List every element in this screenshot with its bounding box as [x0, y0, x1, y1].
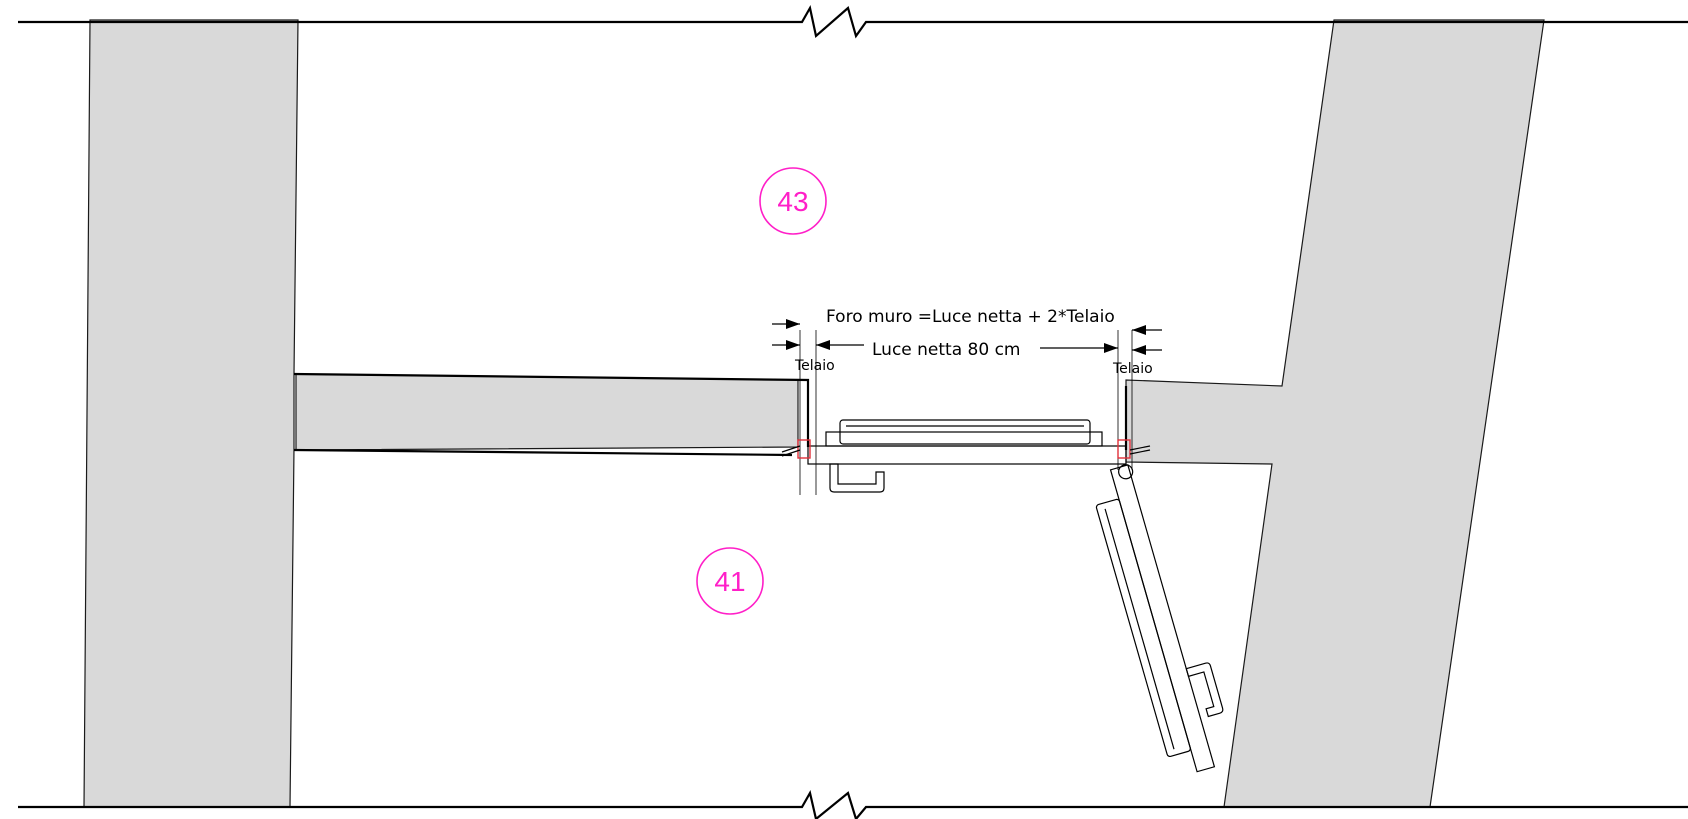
clear-width-label: Luce netta 80 cm	[872, 340, 1020, 360]
room-tag-41: 41	[696, 547, 764, 615]
clear-width-arrows	[816, 340, 1118, 353]
door-handle	[829, 463, 885, 493]
right-wall	[1125, 19, 1545, 808]
door-leaf-closed	[825, 419, 1103, 447]
wall-opening-label: Foro muro =Luce netta + 2*Telaio	[826, 307, 1115, 327]
break-line-top	[18, 4, 1688, 39]
frame-label-right: Telaio	[1112, 361, 1153, 377]
room-number-43: 43	[777, 186, 808, 217]
partition-edge-top	[293, 372, 810, 447]
room-number-41: 41	[714, 566, 745, 597]
break-line-bottom	[18, 790, 1688, 819]
interior-partition-wall	[295, 373, 799, 451]
left-wall	[83, 19, 299, 808]
frame-label-left: Telaio	[794, 358, 835, 374]
door-leaf-open	[1095, 464, 1224, 773]
frame-dimension-arrows-right	[1132, 325, 1162, 355]
partition-edge-bottom	[293, 448, 793, 457]
frame-dimension-arrows-left	[772, 319, 800, 350]
room-tag-43: 43	[759, 167, 827, 235]
